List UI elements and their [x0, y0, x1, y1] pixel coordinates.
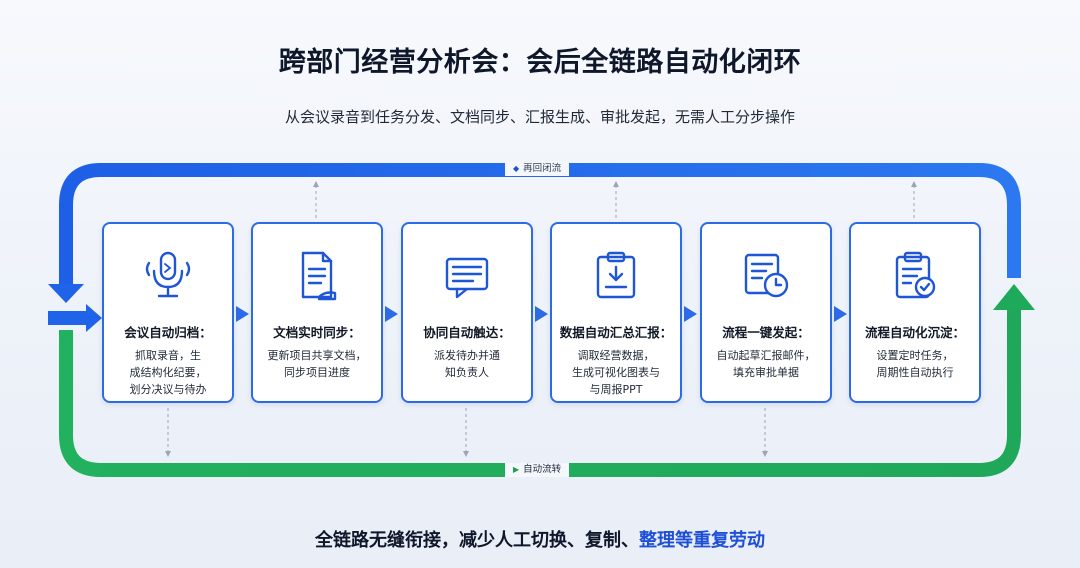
- step-description-line: 成结构化纪要，: [129, 366, 207, 379]
- footer-text-main: 全链路无缝衔接，减少人工切换、复制、: [315, 530, 639, 551]
- step-description-line: 周期性自动执行: [876, 366, 954, 379]
- entry-arrow-head: [86, 304, 102, 332]
- document-icon: [288, 246, 346, 304]
- step-description-line: 生成可视化图表与: [572, 366, 660, 379]
- loop-top-arrowhead: [48, 284, 84, 303]
- step-description: 调取经营数据， 生成可视化图表与 与周报PPT: [566, 347, 666, 398]
- dashed-up-head-6: [911, 181, 917, 187]
- step-description: 派发待办并通 知负责人: [428, 347, 506, 381]
- step-description-line: 调取经营数据，: [577, 349, 655, 362]
- step-description-line: 知负责人: [445, 366, 489, 379]
- footer-summary: 全链路无缝衔接，减少人工切换、复制、整理等重复劳动: [0, 526, 1080, 552]
- dashed-down-head-1: [165, 451, 171, 457]
- step-description-line: 更新项目共享文档，: [267, 349, 367, 362]
- entry-arrow-bar: [48, 311, 88, 325]
- step-description-line: 自动起草汇报邮件，: [716, 349, 816, 362]
- step-description-line: 抓取录音，生: [135, 349, 201, 362]
- dashed-up-head-2: [313, 181, 319, 187]
- step-description-line: 设置定时任务，: [876, 349, 954, 362]
- play-icon: ▶: [513, 465, 520, 474]
- message-icon: [438, 246, 496, 304]
- loop-bottom-label: ▶ 自动流转: [505, 463, 570, 477]
- step-description-line: 派发待办并通: [434, 349, 500, 362]
- step-description: 抓取录音，生 成结构化纪要， 划分决议与待办: [124, 347, 213, 398]
- step-title: 数据自动汇总汇报：: [559, 325, 673, 340]
- step-card-6: 流程自动化沉淀： 设置定时任务， 周期性自动执行: [849, 222, 981, 403]
- dashed-down-head-5: [762, 451, 768, 457]
- step-card-2: 文档实时同步： 更新项目共享文档， 同步项目进度: [251, 222, 383, 403]
- step-connector-arrow: [834, 306, 847, 322]
- dashed-down-head-3: [463, 451, 469, 457]
- footer-text-highlight: 整理等重复劳动: [639, 530, 765, 551]
- step-description: 设置定时任务， 周期性自动执行: [871, 347, 960, 381]
- loop-top-label-text: 再回闭流: [523, 163, 562, 174]
- step-card-5: 流程一键发起： 自动起草汇报邮件， 填充审批单据: [700, 222, 832, 403]
- page-subtitle: 从会议录音到任务分发、文档同步、汇报生成、审批发起，无需人工分步操作: [284, 108, 795, 126]
- step-connector-arrow: [236, 306, 249, 322]
- step-title: 流程自动化沉淀：: [864, 325, 965, 340]
- step-description-line: 划分决议与待办: [129, 383, 207, 396]
- step-description: 自动起草汇报邮件， 填充审批单据: [711, 347, 822, 381]
- step-card-3: 协同自动触达： 派发待办并通 知负责人: [401, 222, 533, 403]
- microphone-icon: [139, 246, 197, 304]
- clipboard-download-icon: [587, 246, 645, 304]
- loop-bottom-label-text: 自动流转: [523, 464, 562, 475]
- step-connector-arrow: [385, 306, 398, 322]
- step-title: 会议自动归档：: [124, 325, 212, 340]
- step-title: 文档实时同步：: [273, 325, 361, 340]
- page-title: 跨部门经营分析会：会后全链路自动化闭环: [278, 47, 802, 78]
- step-title: 协同自动触达：: [423, 325, 511, 340]
- form-clock-icon: [737, 246, 795, 304]
- diamond-icon: ◆: [513, 164, 520, 173]
- step-description-line: 同步项目进度: [284, 366, 350, 379]
- loop-top-label: ◆ 再回闭流: [505, 162, 570, 176]
- step-description: 更新项目共享文档， 同步项目进度: [262, 347, 373, 381]
- step-title: 流程一键发起：: [722, 325, 810, 340]
- loop-bottom-arrowhead: [993, 284, 1035, 310]
- step-connector-arrow: [684, 306, 697, 322]
- step-description-line: 填充审批单据: [733, 366, 799, 379]
- step-card-4: 数据自动汇总汇报： 调取经营数据， 生成可视化图表与 与周报PPT: [550, 222, 682, 403]
- step-description-line: 与周报PPT: [589, 383, 643, 396]
- step-card-1: 会议自动归档： 抓取录音，生 成结构化纪要， 划分决议与待办: [102, 222, 234, 403]
- clipboard-check-icon: [886, 246, 944, 304]
- step-connector-arrow: [535, 306, 548, 322]
- dashed-up-head-4: [613, 181, 619, 187]
